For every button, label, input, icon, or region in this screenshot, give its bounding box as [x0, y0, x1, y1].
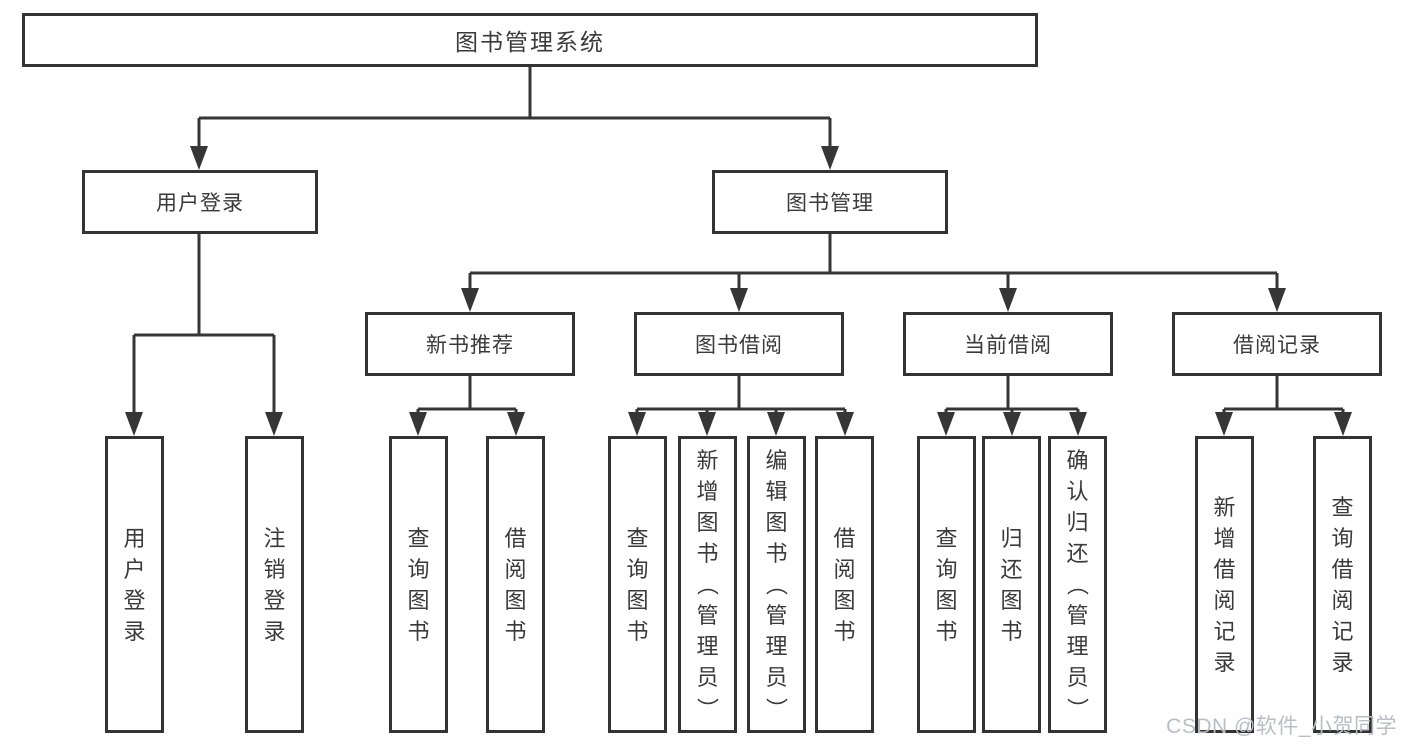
node-label: 图书管理系统: [455, 29, 605, 55]
leaf-recommend-borrow-books: 借阅图书: [486, 436, 545, 733]
node-label: 查询图书: [935, 525, 958, 644]
node-label: 注销登录: [263, 525, 286, 644]
leaf-add-books-admin: 新增图书（管理员）: [678, 436, 737, 733]
node-label: 查询图书: [407, 525, 430, 644]
leaf-user-login: 用户登录: [105, 436, 164, 733]
leaf-add-borrow-record: 新增借阅记录: [1195, 436, 1254, 733]
node-label: 借阅记录: [1233, 334, 1321, 357]
leaf-edit-books-admin: 编辑图书（管理员）: [747, 436, 806, 733]
node-user-login: 用户登录: [82, 170, 318, 234]
node-borrowing-records: 借阅记录: [1172, 312, 1382, 376]
node-label: 新增借阅记录: [1213, 494, 1236, 675]
node-new-book-recommend: 新书推荐: [365, 312, 575, 376]
leaf-logout-login: 注销登录: [245, 436, 304, 733]
node-library-management-system: 图书管理系统: [22, 13, 1038, 67]
node-book-borrowing: 图书借阅: [634, 312, 844, 376]
leaf-return-books: 归还图书: [982, 436, 1041, 733]
node-label: 当前借阅: [964, 334, 1052, 357]
leaf-recommend-query-books: 查询图书: [389, 436, 448, 733]
node-label: 借阅图书: [833, 525, 856, 644]
leaf-borrowing-borrow-books: 借阅图书: [815, 436, 874, 733]
node-label: 查询图书: [626, 525, 649, 644]
leaf-query-borrow-record: 查询借阅记录: [1313, 436, 1372, 733]
node-book-management: 图书管理: [712, 170, 948, 234]
node-current-borrowing: 当前借阅: [903, 312, 1113, 376]
node-label: 用户登录: [123, 525, 146, 644]
csdn-watermark: CSDN @软件_小贺同学: [1166, 715, 1397, 738]
node-label: 图书借阅: [695, 334, 783, 357]
node-label: 查询借阅记录: [1331, 494, 1354, 675]
node-label: 新增图书（管理员）: [694, 448, 720, 720]
node-label: 新书推荐: [426, 334, 514, 357]
node-label: 用户登录: [156, 192, 244, 215]
node-label: 编辑图书（管理员）: [763, 448, 789, 720]
leaf-confirm-return-admin: 确认归还（管理员）: [1048, 436, 1107, 733]
leaf-borrowing-query-books: 查询图书: [608, 436, 667, 733]
leaf-current-query-books: 查询图书: [917, 436, 976, 733]
node-label: 借阅图书: [504, 525, 527, 644]
node-label: 确认归还（管理员）: [1064, 448, 1090, 720]
node-label: 图书管理: [786, 192, 874, 215]
node-label: 归还图书: [1000, 525, 1023, 644]
